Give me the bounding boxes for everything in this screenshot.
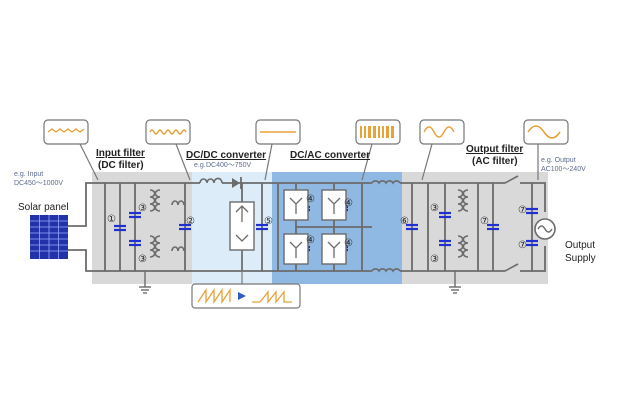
solar-panel-icon xyxy=(30,215,68,259)
dcdc-example-value: DC400～750V xyxy=(206,162,251,169)
diode-icon xyxy=(232,177,242,189)
marker-6: ⑥ xyxy=(400,216,409,227)
ac-output-icon xyxy=(534,218,556,240)
marker-4-a: ④ xyxy=(306,194,315,205)
output-filter-zone xyxy=(402,172,548,284)
output-supply-line1: Output xyxy=(565,240,595,251)
output-example-label: e.g. Output xyxy=(541,157,576,164)
input-filter-zone xyxy=(92,172,192,284)
solar-panel-label: Solar panel xyxy=(18,202,69,213)
dcac-zone xyxy=(272,172,402,284)
igbt-switches xyxy=(229,189,347,265)
marker-3-input-top: ③ xyxy=(138,203,147,214)
dcdc-example-label: e.g. xyxy=(194,162,206,169)
marker-3-output-bottom: ③ xyxy=(430,254,439,265)
marker-4-d: ④ xyxy=(344,238,353,249)
marker-3-output-top: ③ xyxy=(430,203,439,214)
marker-4-c: ④ xyxy=(306,235,315,246)
input-filter-subtitle: (DC filter) xyxy=(98,160,144,171)
input-example-label: e.g. Input xyxy=(14,171,43,178)
inductors xyxy=(149,177,469,273)
main-wires xyxy=(68,182,546,272)
dcdc-title: DC/DC converter xyxy=(186,150,266,161)
marker-7-bottom: ⑦ xyxy=(518,240,527,251)
marker-1: ① xyxy=(107,214,116,225)
marker-5: ⑤ xyxy=(264,216,273,227)
output-supply-line2: Supply xyxy=(565,253,596,264)
marker-7-filter: ⑦ xyxy=(480,216,489,227)
input-example-value: DC450～1000V xyxy=(14,180,63,187)
marker-7-top: ⑦ xyxy=(518,205,527,216)
marker-3-input-bottom: ③ xyxy=(138,254,147,265)
output-filter-title: Output filter xyxy=(466,144,523,155)
marker-4-b: ④ xyxy=(344,198,353,209)
igbt-symbols xyxy=(235,197,341,258)
input-filter-title: Input filter xyxy=(96,148,145,159)
output-filter-subtitle: (AC filter) xyxy=(472,156,518,167)
ground-icons xyxy=(139,271,461,294)
marker-2: ② xyxy=(186,216,195,227)
dcac-title: DC/AC converter xyxy=(290,150,370,161)
output-example-value: AC100～240V xyxy=(541,166,586,173)
waveform-callouts xyxy=(43,119,569,309)
relay-switches xyxy=(504,175,519,272)
